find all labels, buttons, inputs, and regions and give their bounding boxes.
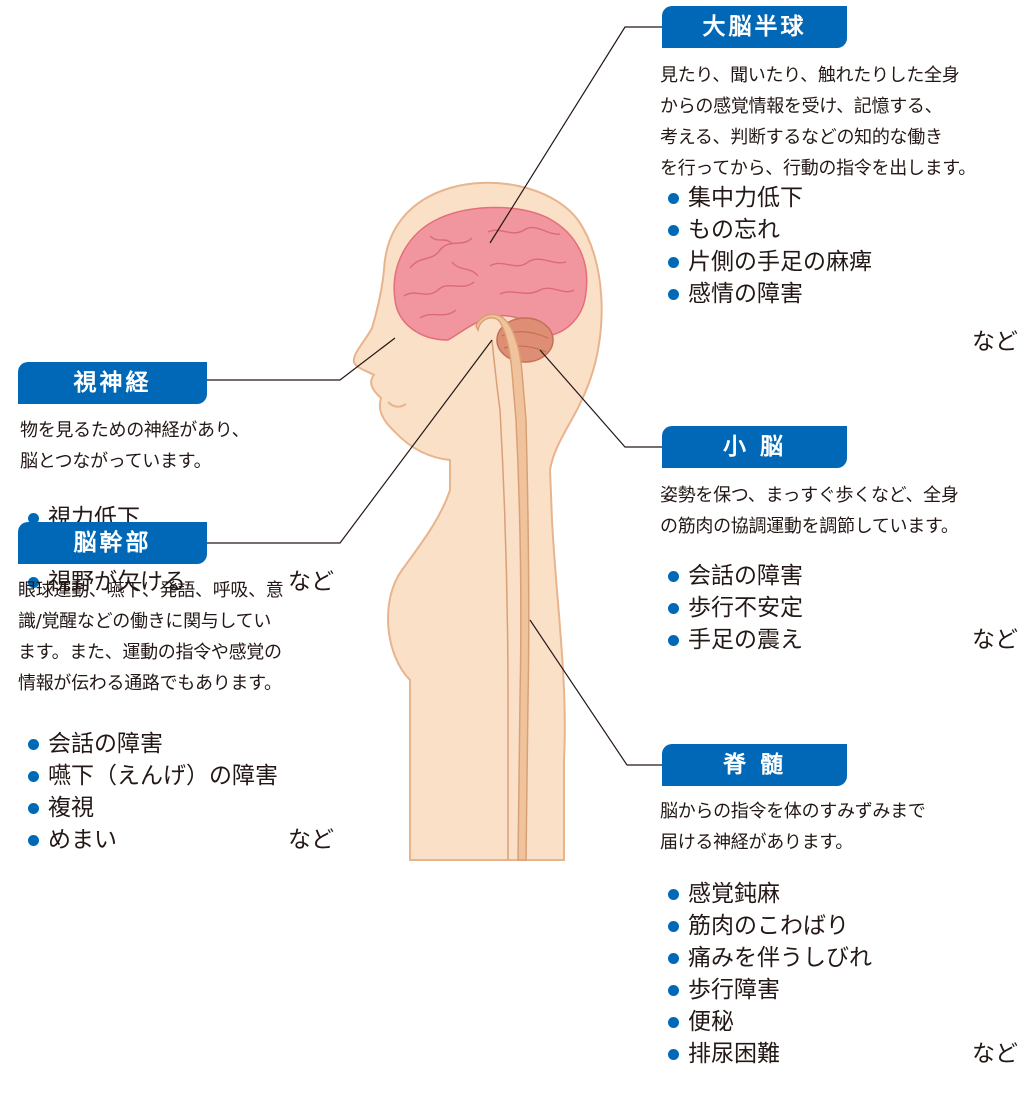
brainstem-description: 眼球運動、嚥下、発語、呼吸、意 識/覚醒などの働きに関与してい ます。また、運動… (18, 575, 348, 699)
symptom-item: 片側の手足の麻痺 (668, 246, 1018, 278)
symptom-item: 会話の障害 (668, 560, 1018, 592)
symptom-item: 便秘 (668, 1006, 1018, 1038)
symptom-item: もの忘れ (668, 214, 1018, 246)
symptom-item: 感覚鈍麻 (668, 878, 1018, 910)
optic-nerve-description: 物を見るための神経があり、 脳とつながっています。 (20, 415, 340, 477)
symptom-item: 歩行不安定 (668, 592, 1018, 624)
symptom-item: 集中力低下 (668, 182, 1018, 214)
symptom-item: 感情の障害 (668, 278, 1018, 310)
symptom-item: 排尿困難 (668, 1038, 1018, 1070)
brainstem-title: 脳幹部 (18, 522, 207, 564)
spinal-cord-symptom-list: 感覚鈍麻 筋肉のこわばり 痛みを伴うしびれ 歩行障害 便秘 排尿困難 など (668, 878, 1018, 1070)
brainstem-symptom-list: 会話の障害 嚥下（えんげ）の障害 複視 めまい など (28, 728, 334, 856)
cerebrum-section: 大脳半球 見たり、聞いたり、触れたりした全身 からの感覚情報を受け、記憶する、 … (660, 0, 1033, 380)
symptom-item: 歩行障害 (668, 974, 1018, 1006)
symptom-item: 痛みを伴うしびれ (668, 942, 1018, 974)
cerebellum-title: 小 脳 (662, 426, 847, 468)
cerebrum-title: 大脳半球 (662, 6, 847, 48)
symptom-item: 会話の障害 (28, 728, 334, 760)
cerebellum-section: 小 脳 姿勢を保つ、まっすぐ歩くなど、全身 の筋肉の協調運動を調節しています。 … (660, 420, 1033, 700)
cerebellum-symptom-list: 会話の障害 歩行不安定 手足の震え など (668, 560, 1018, 656)
cerebrum-symptom-list: 集中力低下 もの忘れ 片側の手足の麻痺 感情の障害 など (668, 182, 1018, 310)
spinal-cord-title: 脊 髄 (662, 744, 847, 786)
optic-nerve-title: 視神経 (18, 362, 207, 404)
symptom-item: 複視 (28, 792, 334, 824)
symptom-item: 手足の震え (668, 624, 1018, 656)
symptom-item: 嚥下（えんげ）の障害 (28, 760, 334, 792)
symptom-item: 筋肉のこわばり (668, 910, 1018, 942)
spinal-cord-section: 脊 髄 脳からの指令を体のすみずみまで 届ける神経があります。 感覚鈍麻 筋肉の… (660, 738, 1033, 1109)
cerebrum-description: 見たり、聞いたり、触れたりした全身 からの感覚情報を受け、記憶する、 考える、判… (660, 60, 1033, 184)
spinal-cord-description: 脳からの指令を体のすみずみまで 届ける神経があります。 (660, 796, 1033, 858)
cerebrum-etc-label: など (972, 326, 1018, 358)
spinal-cord-etc-label: など (972, 1038, 1018, 1070)
cerebellum-etc-label: など (972, 624, 1018, 656)
brainstem-etc-label: など (288, 824, 334, 856)
cerebellum-description: 姿勢を保つ、まっすぐ歩くなど、全身 の筋肉の協調運動を調節しています。 (660, 480, 1033, 542)
brainstem-section: 脳幹部 眼球運動、嚥下、発語、呼吸、意 識/覚醒などの働きに関与してい ます。ま… (18, 520, 348, 800)
